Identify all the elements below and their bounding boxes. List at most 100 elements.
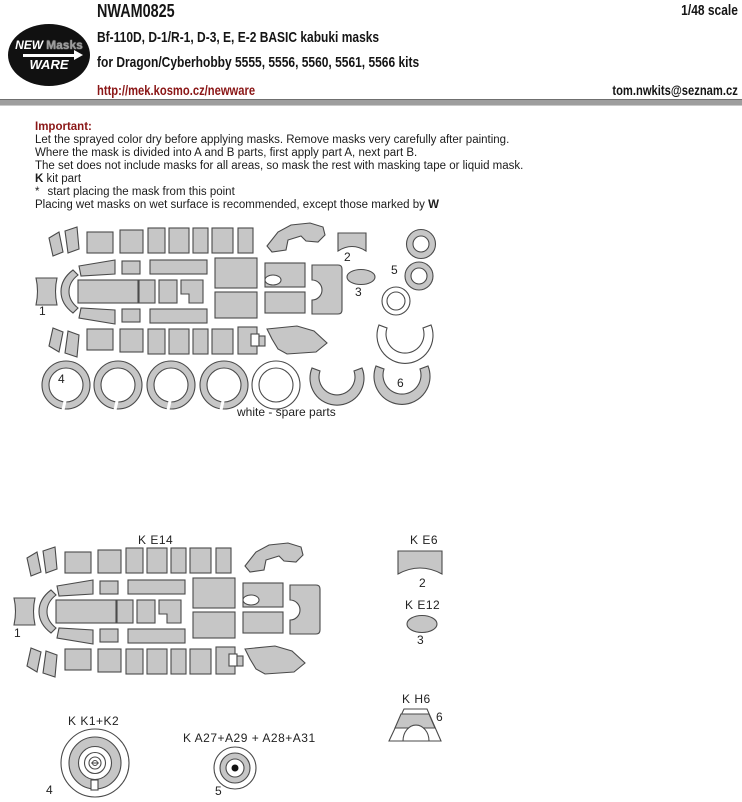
- logo-masks-text: Masks: [46, 38, 83, 52]
- mask-shape: [121, 308, 141, 323]
- mask-shape: [376, 324, 434, 364]
- mask-shape: [373, 365, 431, 405]
- part-number-label: 5: [391, 263, 398, 277]
- mask-shape: [61, 400, 67, 411]
- part-number-label: 1: [39, 304, 46, 318]
- subject-title: Bf-110D, D-1/R-1, D-3, E, E-2 BASIC kabu…: [97, 29, 380, 46]
- kit-key-symbol: K: [35, 173, 44, 185]
- spare-parts-note: white - spare parts: [237, 405, 336, 419]
- mask-shape: [64, 226, 80, 254]
- mask-shape: [211, 328, 234, 355]
- contact-email: tom.nwkits@seznam.cz: [612, 82, 738, 98]
- ka-spinner-title: K A27+A29 + A28+A31: [183, 731, 316, 745]
- mask-shape: [192, 328, 209, 355]
- wet-note-text: Placing wet masks on wet surface is reco…: [35, 199, 429, 211]
- mask-shape: [214, 291, 258, 319]
- ke6-title: K E6: [410, 533, 439, 547]
- mask-shape: [168, 328, 190, 355]
- star-key-text: start placing the mask from this point: [47, 186, 235, 198]
- mask-shape: [48, 367, 84, 403]
- mask-shape: [64, 330, 80, 358]
- note-line: Where the mask is divided into A and B p…: [35, 147, 418, 159]
- part-number-label: 3: [417, 633, 424, 647]
- part-number-label: 4: [46, 783, 53, 797]
- logo-new-text: NEW: [15, 38, 44, 52]
- kk1k2-title: K K1+K2: [68, 714, 120, 728]
- part-number-label: 5: [215, 784, 222, 798]
- mask-shape: [309, 367, 365, 406]
- ke14-title: K E14: [138, 533, 174, 547]
- part-number-label: 6: [397, 376, 404, 390]
- mask-shape: [410, 267, 428, 285]
- kits-compatibility: for Dragon/Cyberhobby 5555, 5556, 5560, …: [97, 54, 420, 71]
- mask-shape: [90, 779, 99, 791]
- logo-arrow-icon: [23, 50, 83, 60]
- mask-shape: [258, 335, 266, 347]
- mask-shape: [266, 222, 326, 253]
- mask-shape: [180, 279, 204, 304]
- mask-shape: [119, 229, 144, 254]
- mask-shape: [337, 232, 367, 253]
- mask-shape: [153, 367, 189, 403]
- mask-shape: [147, 328, 166, 355]
- note-wet: Placing wet masks on wet surface is reco…: [35, 199, 523, 212]
- star-key-symbol: *: [35, 186, 40, 198]
- mask-shape: [149, 259, 208, 275]
- kh6-title: K H6: [402, 692, 431, 706]
- mask-shape: [206, 367, 242, 403]
- mask-shape: [48, 231, 64, 257]
- mask-shape: [158, 279, 178, 304]
- ke12-title: K E12: [405, 598, 441, 612]
- website-url: http://mek.kosmo.cz/newware: [97, 82, 256, 98]
- note-star-key: * start placing the mask from this point: [35, 186, 523, 199]
- mask-shape: [311, 264, 343, 315]
- part-number-label: 6: [436, 710, 443, 724]
- important-heading: Important:: [35, 121, 92, 133]
- mask-shape: [35, 277, 58, 306]
- mask-shape: [250, 333, 260, 347]
- note-kit-key: K kit part: [35, 173, 523, 186]
- ke6-mask-shape: [397, 550, 443, 575]
- mask-shape: [346, 268, 376, 286]
- mask-shape: [402, 724, 430, 742]
- mask-shape: [258, 367, 294, 403]
- mask-shape: [166, 400, 172, 411]
- mask-shape: [113, 400, 119, 411]
- logo-ware-text: WARE: [29, 57, 69, 72]
- logo-top-row: NEW Masks: [15, 39, 83, 51]
- mask-shape: [138, 279, 156, 304]
- mask-shape: [219, 400, 225, 411]
- part-number-label: 2: [419, 576, 426, 590]
- scale-note: 1/48 scale: [681, 2, 738, 19]
- mask-shape: [77, 279, 139, 304]
- mask-shape: [412, 235, 430, 253]
- ring-masks-group: [41, 360, 365, 411]
- mask-shape: [266, 325, 328, 355]
- part-number-label: 1: [14, 626, 21, 640]
- mask-shape: [168, 227, 190, 254]
- mask-shape: [100, 367, 136, 403]
- newware-logo: NEW Masks WARE: [8, 24, 90, 86]
- mask-shape: [386, 291, 406, 311]
- ke12-mask-shape: [406, 614, 438, 634]
- mask-shape: [60, 269, 79, 314]
- part-number-label: 4: [58, 372, 65, 386]
- mask-shape: [119, 328, 144, 353]
- mask-shape: [237, 227, 254, 254]
- kit-key-text: kit part: [43, 173, 82, 185]
- mask-shape: [264, 291, 306, 314]
- mask-shape: [192, 227, 209, 254]
- canopy-mask-group: [35, 222, 343, 358]
- kh6-diagram: [388, 708, 442, 742]
- mask-shape: [48, 327, 64, 353]
- part-number-label: 2: [344, 250, 351, 264]
- mask-shape: [149, 308, 208, 324]
- ka-spinner-diagram: [213, 746, 257, 790]
- part-number-label: 3: [355, 285, 362, 299]
- mask-shape: [264, 274, 282, 286]
- wet-marker-symbol: W: [428, 199, 439, 211]
- kk1k2-diagram: [60, 728, 130, 798]
- mask-shape: [211, 227, 234, 254]
